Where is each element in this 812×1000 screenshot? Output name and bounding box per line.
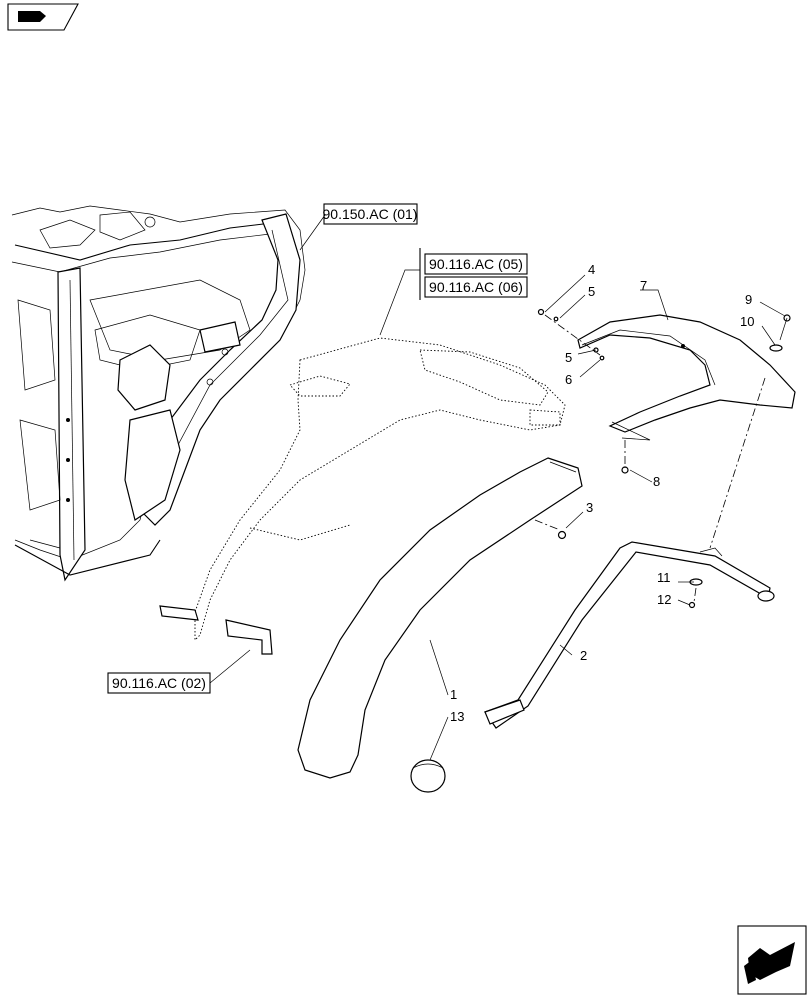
- ref-box-150-01[interactable]: 90.150.AC (01): [323, 203, 418, 225]
- cap-part-13[interactable]: [410, 759, 446, 793]
- callout-6[interactable]: 6: [565, 372, 572, 387]
- callout-8[interactable]: 8: [653, 474, 660, 489]
- callout-2[interactable]: 2: [580, 648, 587, 663]
- support-bracket-part-2[interactable]: [484, 541, 775, 729]
- callout-11[interactable]: 11: [657, 570, 671, 585]
- fender-extension-part-7[interactable]: [577, 314, 796, 441]
- callout-5-upper[interactable]: 5: [588, 284, 595, 299]
- callout-4[interactable]: 4: [588, 262, 595, 277]
- fasteners: [537, 308, 791, 609]
- callout-13[interactable]: 13: [450, 709, 464, 724]
- callout-9[interactable]: 9: [745, 292, 752, 307]
- leader-lines: [209, 214, 786, 761]
- callout-12[interactable]: 12: [657, 592, 671, 607]
- svg-text:90.150.AC (01): 90.150.AC (01): [323, 206, 418, 222]
- callout-10[interactable]: 10: [740, 314, 754, 329]
- phantom-fender: [159, 337, 566, 655]
- fender-part-1[interactable]: [297, 457, 583, 779]
- callout-3[interactable]: 3: [586, 500, 593, 515]
- next-page-arrow-icon[interactable]: [737, 925, 807, 995]
- callout-7[interactable]: 7: [640, 278, 647, 293]
- svg-text:90.116.AC (02): 90.116.AC (02): [112, 675, 206, 691]
- ref-box-116-02[interactable]: 90.116.AC (02): [107, 672, 211, 694]
- svg-text:90.116.AC (06): 90.116.AC (06): [429, 279, 523, 295]
- callout-1[interactable]: 1: [450, 687, 457, 702]
- svg-text:90.116.AC (05): 90.116.AC (05): [429, 256, 523, 272]
- cab-frame: [11, 205, 306, 582]
- callout-5-lower[interactable]: 5: [565, 350, 572, 365]
- page-flag-icon[interactable]: [7, 3, 79, 31]
- alignment-lines: [534, 314, 766, 603]
- ref-box-116-05[interactable]: 90.116.AC (05): [424, 253, 528, 275]
- ref-box-116-06[interactable]: 90.116.AC (06): [424, 276, 528, 298]
